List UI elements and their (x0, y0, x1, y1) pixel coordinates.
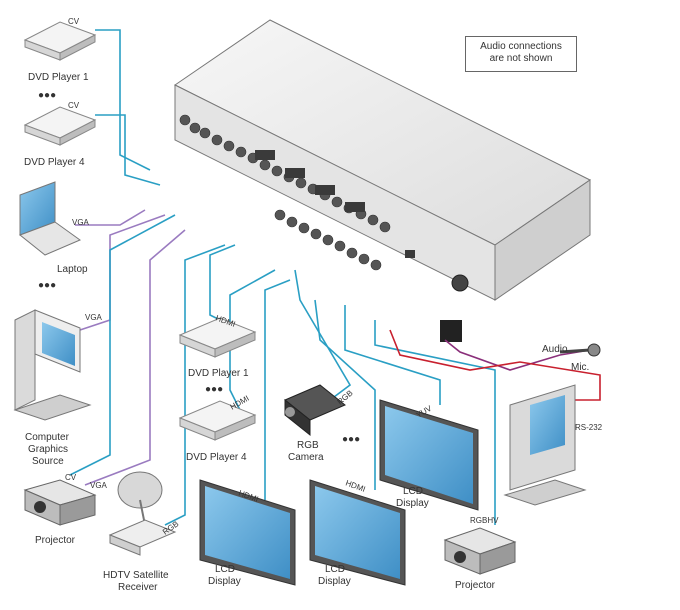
cable-hdmi-lcd2 (314, 299, 376, 490)
wire-label-rgbhv: RGBHV (470, 516, 499, 525)
wire-label-vga-proj: VGA (90, 481, 108, 490)
terminal-blocks (255, 150, 415, 258)
label-mic: Mic. (571, 362, 589, 373)
dvd-player-4-mid (178, 400, 257, 441)
hdtv-satellite-receiver (108, 471, 177, 556)
cable-rgbhv-projector (374, 320, 496, 525)
cable-rgb-hdtv (164, 244, 226, 526)
cable-cv-dvd4 (95, 114, 161, 186)
lcd-display-1 (199, 479, 296, 586)
label-projector-right: Projector (455, 580, 496, 591)
label-camera-1: RGB (297, 440, 319, 451)
label-pc-left-1: Computer (25, 432, 70, 443)
projector-left (23, 479, 97, 526)
cable-vga-laptop (75, 209, 146, 226)
label-dvd-player-4-top: DVD Player 4 (24, 157, 85, 168)
lcd-display-2 (309, 479, 406, 586)
note-line-2: are not shown (489, 53, 553, 64)
note-line-1: Audio connections (480, 41, 562, 52)
cable-yuv-lcd3 (344, 305, 441, 405)
cable-hdmi-dvd1 (209, 244, 236, 326)
cables (69, 29, 601, 526)
cable-rs232 (389, 329, 601, 401)
label-laptop: Laptop (57, 264, 88, 275)
ellipsis-top: ●●● (38, 90, 56, 101)
ellipsis-lcd: ●●● (342, 434, 360, 445)
note-box: Audio connections are not shown (465, 36, 577, 72)
label-audio: Audio (542, 344, 568, 355)
label-dvd-player-1-mid: DVD Player 1 (188, 368, 249, 379)
ellipsis-mid: ●●● (205, 384, 223, 395)
microphone (559, 343, 601, 357)
rgb-camera (284, 384, 346, 437)
label-camera-2: Camera (288, 452, 324, 463)
label-pc-left-3: Source (32, 456, 64, 467)
label-lcd1-2: Display (208, 576, 241, 587)
cable-rgb-camera (294, 269, 352, 401)
wire-label-rgb-cam: RGB (336, 388, 355, 406)
label-hdtv-1: HDTV Satellite (103, 570, 169, 581)
cable-vga-projector (84, 229, 186, 486)
matrix-switcher-unit (174, 19, 591, 342)
ellipsis-left: ●●● (38, 280, 56, 291)
lcd-display-3 (379, 399, 479, 511)
wire-label-vga-laptop: VGA (72, 218, 90, 227)
dvd-player-1-mid (178, 317, 257, 358)
label-pc-left-2: Graphics (28, 444, 68, 455)
dvd-player-4-top (23, 106, 97, 146)
wire-label-vga-pc: VGA (85, 313, 103, 322)
cable-hdmi-lcd1 (264, 279, 291, 500)
power-connector (451, 274, 469, 292)
label-lcd2-2: Display (318, 576, 351, 587)
projector-right (443, 527, 517, 575)
wire-label-cv-proj: CV (65, 473, 77, 482)
wire-label-rs232: RS-232 (575, 423, 603, 432)
cable-audio-mic (444, 339, 591, 371)
cable-cv-dvd1 (95, 29, 151, 171)
wire-label-cv1: CV (68, 17, 80, 26)
rear-panel-connectors (179, 114, 391, 271)
label-lcd1-1: LCD (215, 564, 235, 575)
ac-inlet (440, 320, 462, 342)
computer-right (503, 384, 587, 506)
wire-label-cv4: CV (68, 101, 80, 110)
label-dvd-player-4-mid: DVD Player 4 (186, 452, 247, 463)
dvd-player-1-top (23, 21, 97, 61)
label-hdtv-2: Receiver (118, 582, 158, 593)
label-lcd2-1: LCD (325, 564, 345, 575)
label-dvd-player-1-top: DVD Player 1 (28, 72, 89, 83)
label-projector-left: Projector (35, 535, 76, 546)
cable-cv-projector (69, 214, 176, 476)
label-lcd3-2: Display (396, 498, 429, 509)
computer-left (13, 309, 92, 421)
laptop-device (18, 181, 82, 256)
label-lcd3-1: LCD (403, 486, 423, 497)
